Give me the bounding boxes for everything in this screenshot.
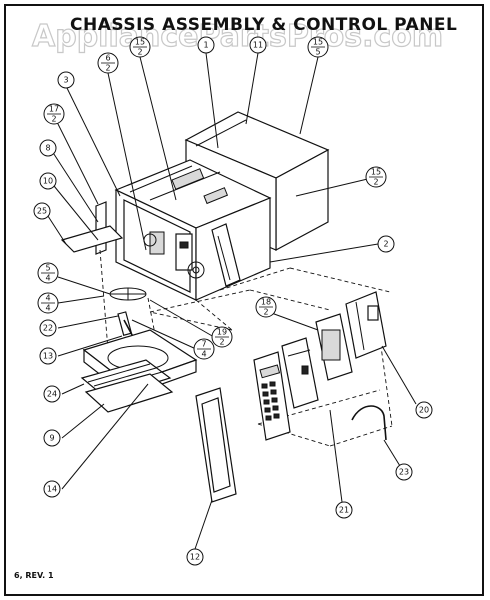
sheet-border: [4, 4, 484, 596]
door-12: [195, 387, 237, 503]
callout-1: 1: [197, 36, 215, 54]
svg-text:12: 12: [190, 553, 200, 562]
svg-text:25: 25: [37, 207, 47, 216]
svg-text:2: 2: [105, 64, 110, 73]
callout-15-5: 15 5: [307, 36, 329, 58]
callout-23: 23: [395, 463, 413, 481]
wire-23: [351, 405, 387, 441]
svg-text:2: 2: [263, 308, 268, 317]
svg-text:20: 20: [419, 406, 429, 415]
callout-10: 10: [39, 172, 57, 190]
svg-text:19: 19: [217, 328, 227, 337]
callout-7-4: 7 4: [193, 338, 215, 360]
svg-text:2: 2: [137, 48, 142, 57]
watermark-text: AppliancePartsPros.com: [32, 19, 443, 54]
svg-text:8: 8: [45, 144, 50, 153]
grease-filter: [80, 359, 174, 413]
callout-17-2: 17 2: [43, 103, 65, 125]
keypad-grid: [259, 364, 281, 421]
svg-text:2: 2: [51, 115, 56, 124]
svg-text:4: 4: [45, 274, 50, 283]
svg-text:2: 2: [373, 178, 378, 187]
svg-text:5: 5: [315, 48, 320, 57]
svg-text:6: 6: [105, 54, 110, 63]
page-title: CHASSIS ASSEMBLY & CONTROL PANEL: [70, 15, 457, 35]
callout-9: 9: [43, 429, 61, 447]
svg-text:7: 7: [201, 340, 206, 349]
callout-8: 8: [39, 139, 57, 157]
revision-note: 6, REV. 1: [14, 571, 54, 580]
turntable-support: [109, 287, 147, 301]
svg-text:10: 10: [43, 177, 53, 186]
svg-text:13: 13: [43, 352, 53, 361]
callout-25: 25: [33, 202, 51, 220]
callout-15-2-right: 15 2: [365, 166, 387, 188]
svg-text:21: 21: [339, 506, 349, 515]
svg-text:11: 11: [253, 41, 263, 50]
svg-text:2: 2: [219, 338, 224, 347]
bottom-plate-25: [60, 225, 124, 253]
callout-22: 22: [39, 319, 57, 337]
svg-text:15: 15: [371, 168, 381, 177]
svg-text:3: 3: [63, 76, 68, 85]
svg-text:4: 4: [201, 350, 206, 359]
callout-20: 20: [415, 401, 433, 419]
callout-6-2: 6 2: [97, 52, 119, 74]
callout-12: 12: [186, 548, 204, 566]
callout-2: 2: [377, 235, 395, 253]
svg-text:9: 9: [49, 434, 54, 443]
callout-11: 11: [249, 36, 267, 54]
callout-5-4: 5 4: [37, 262, 59, 284]
svg-text:17: 17: [49, 105, 59, 114]
callout-24: 24: [43, 385, 61, 403]
svg-text:14: 14: [47, 485, 57, 494]
callout-13: 13: [39, 347, 57, 365]
leader-lines: [45, 52, 417, 550]
callout-21: 21: [335, 501, 353, 519]
svg-text:5: 5: [45, 264, 50, 273]
svg-text:4: 4: [45, 304, 50, 313]
svg-text:24: 24: [47, 390, 57, 399]
svg-text:4: 4: [45, 294, 50, 303]
callout-19-2: 19 2: [211, 326, 233, 348]
svg-text:15: 15: [135, 38, 145, 47]
control-panel-assembly: [253, 291, 387, 441]
svg-text:23: 23: [399, 468, 409, 477]
svg-text:15: 15: [313, 38, 323, 47]
callout-18-2: 18 2: [255, 296, 277, 318]
svg-text:1: 1: [203, 41, 208, 50]
svg-text:2: 2: [383, 240, 388, 249]
callout-3: 3: [57, 71, 75, 89]
callout-15-2-top: 15 2: [129, 36, 151, 58]
svg-text:22: 22: [43, 324, 53, 333]
callout-4-4: 4 4: [37, 292, 59, 314]
svg-text:18: 18: [261, 298, 271, 307]
callout-14: 14: [43, 480, 61, 498]
